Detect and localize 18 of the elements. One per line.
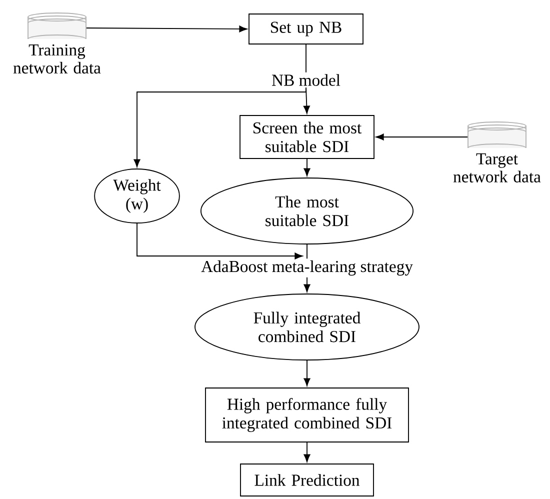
process-box: Screen the most suitable SDI bbox=[240, 115, 374, 159]
database-cylinder: Target network data bbox=[453, 122, 541, 182]
arrow bbox=[304, 442, 310, 462]
arrow bbox=[304, 158, 310, 176]
node-label: Target network data bbox=[453, 153, 541, 182]
arrow bbox=[136, 223, 303, 260]
arrow bbox=[134, 87, 306, 168]
arrow bbox=[86, 26, 248, 32]
arrow bbox=[304, 360, 310, 386]
process-box: High performance fully integrated combined SDI bbox=[205, 388, 409, 442]
node-label: Training network data bbox=[13, 44, 101, 74]
process-box: Set up NB bbox=[248, 14, 364, 44]
flow-label: AdaBoost meta-learing strategy bbox=[201, 260, 413, 276]
database-cylinder: Training network data bbox=[13, 12, 101, 74]
arrow bbox=[376, 134, 468, 140]
process-box: Link Prediction bbox=[240, 464, 374, 496]
flow-label: NB model bbox=[272, 74, 340, 86]
arrow bbox=[304, 276, 310, 292]
